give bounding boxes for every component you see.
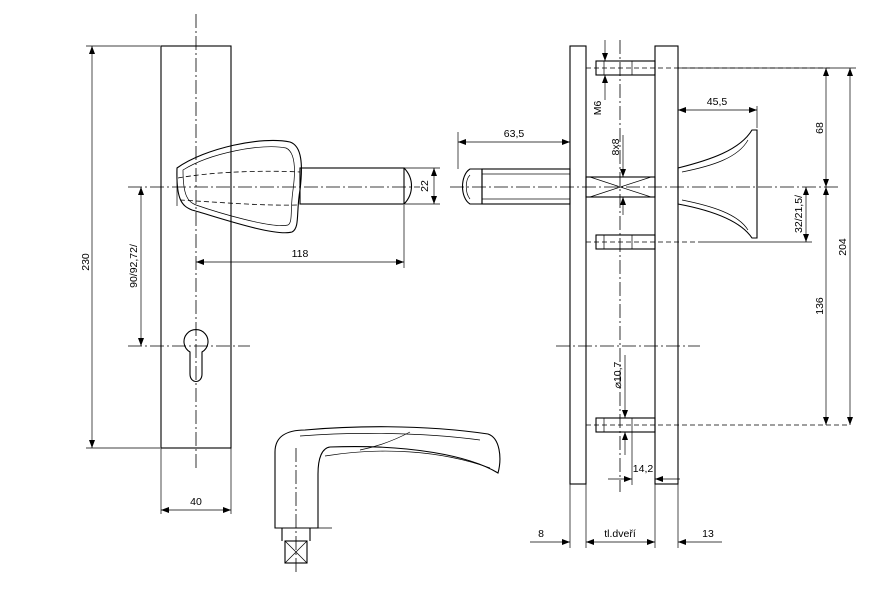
dim-label-plate-thickness-left: 8 bbox=[538, 528, 544, 540]
dim-label-door-thickness: tl.dveří bbox=[604, 528, 636, 540]
dim-plate-width: 40 bbox=[160, 448, 232, 514]
handle-rose-section bbox=[677, 129, 758, 239]
dim-spindle-square: 8x8 bbox=[610, 135, 626, 215]
dim-label-secondary-spacing: 32/21,5/ bbox=[793, 195, 805, 233]
dim-label-bore-diameter: ⌀10,7 bbox=[612, 361, 624, 388]
dim-top-distance: 68 bbox=[678, 67, 835, 187]
dim-total-height: 204 bbox=[835, 67, 856, 425]
dim-label-top-distance: 68 bbox=[814, 122, 826, 134]
dim-spacing: 90/92,72/ bbox=[128, 187, 144, 346]
dim-label-spindle-square: 8x8 bbox=[610, 138, 622, 155]
spindle-end bbox=[284, 540, 308, 564]
dim-label-total-height: 204 bbox=[837, 238, 849, 256]
dim-label-lower-distance: 136 bbox=[814, 297, 826, 315]
handle-side-view bbox=[274, 426, 501, 575]
dim-handle-diameter: 22 bbox=[404, 167, 440, 205]
dim-label-spindle-length: 63,5 bbox=[504, 128, 525, 140]
dim-lower-distance: 136 bbox=[814, 187, 829, 425]
handle-front-outline bbox=[176, 139, 302, 234]
screw-middle bbox=[586, 234, 700, 250]
dim-label-screw-thread: M6 bbox=[592, 101, 604, 116]
dim-spindle-length: 63,5 bbox=[457, 128, 571, 169]
front-view: 230 90/92,72/ 118 22 40 bbox=[80, 14, 440, 514]
left-plate-section bbox=[569, 45, 587, 485]
handle-shank bbox=[299, 167, 405, 205]
dim-handle-length: 118 bbox=[196, 205, 405, 268]
dim-label-handle-diameter: 22 bbox=[419, 180, 431, 192]
keyhole-icon bbox=[183, 329, 209, 383]
section-view: 63,5 M6 8x8 45,5 68 bbox=[450, 40, 856, 548]
right-plate-section bbox=[654, 45, 679, 485]
dim-bore-diameter: ⌀10,7 bbox=[612, 355, 628, 455]
dim-bushing-depth: 14,2 bbox=[608, 432, 680, 485]
dim-secondary-spacing: 32/21,5/ bbox=[700, 187, 812, 243]
dim-plate-height: 230 bbox=[80, 45, 160, 449]
dim-label-plate-thickness-right: 13 bbox=[702, 528, 714, 540]
dim-label-bushing-depth: 14,2 bbox=[633, 463, 654, 475]
dim-label-plate-height: 230 bbox=[80, 253, 92, 271]
dim-screw-thread: M6 bbox=[592, 40, 608, 116]
dim-label-spacing: 90/92,72/ bbox=[128, 244, 140, 288]
screw-bottom bbox=[586, 417, 850, 433]
dim-label-handle-length: 118 bbox=[292, 248, 309, 260]
dim-rose-projection: 45,5 bbox=[678, 96, 758, 128]
dim-bottom-row: 8 tl.dveří 13 bbox=[530, 484, 722, 548]
dim-label-plate-width: 40 bbox=[190, 496, 202, 508]
dim-label-rose-projection: 45,5 bbox=[707, 96, 728, 108]
handle-front-inner bbox=[182, 146, 295, 226]
lever-outline bbox=[274, 426, 501, 529]
